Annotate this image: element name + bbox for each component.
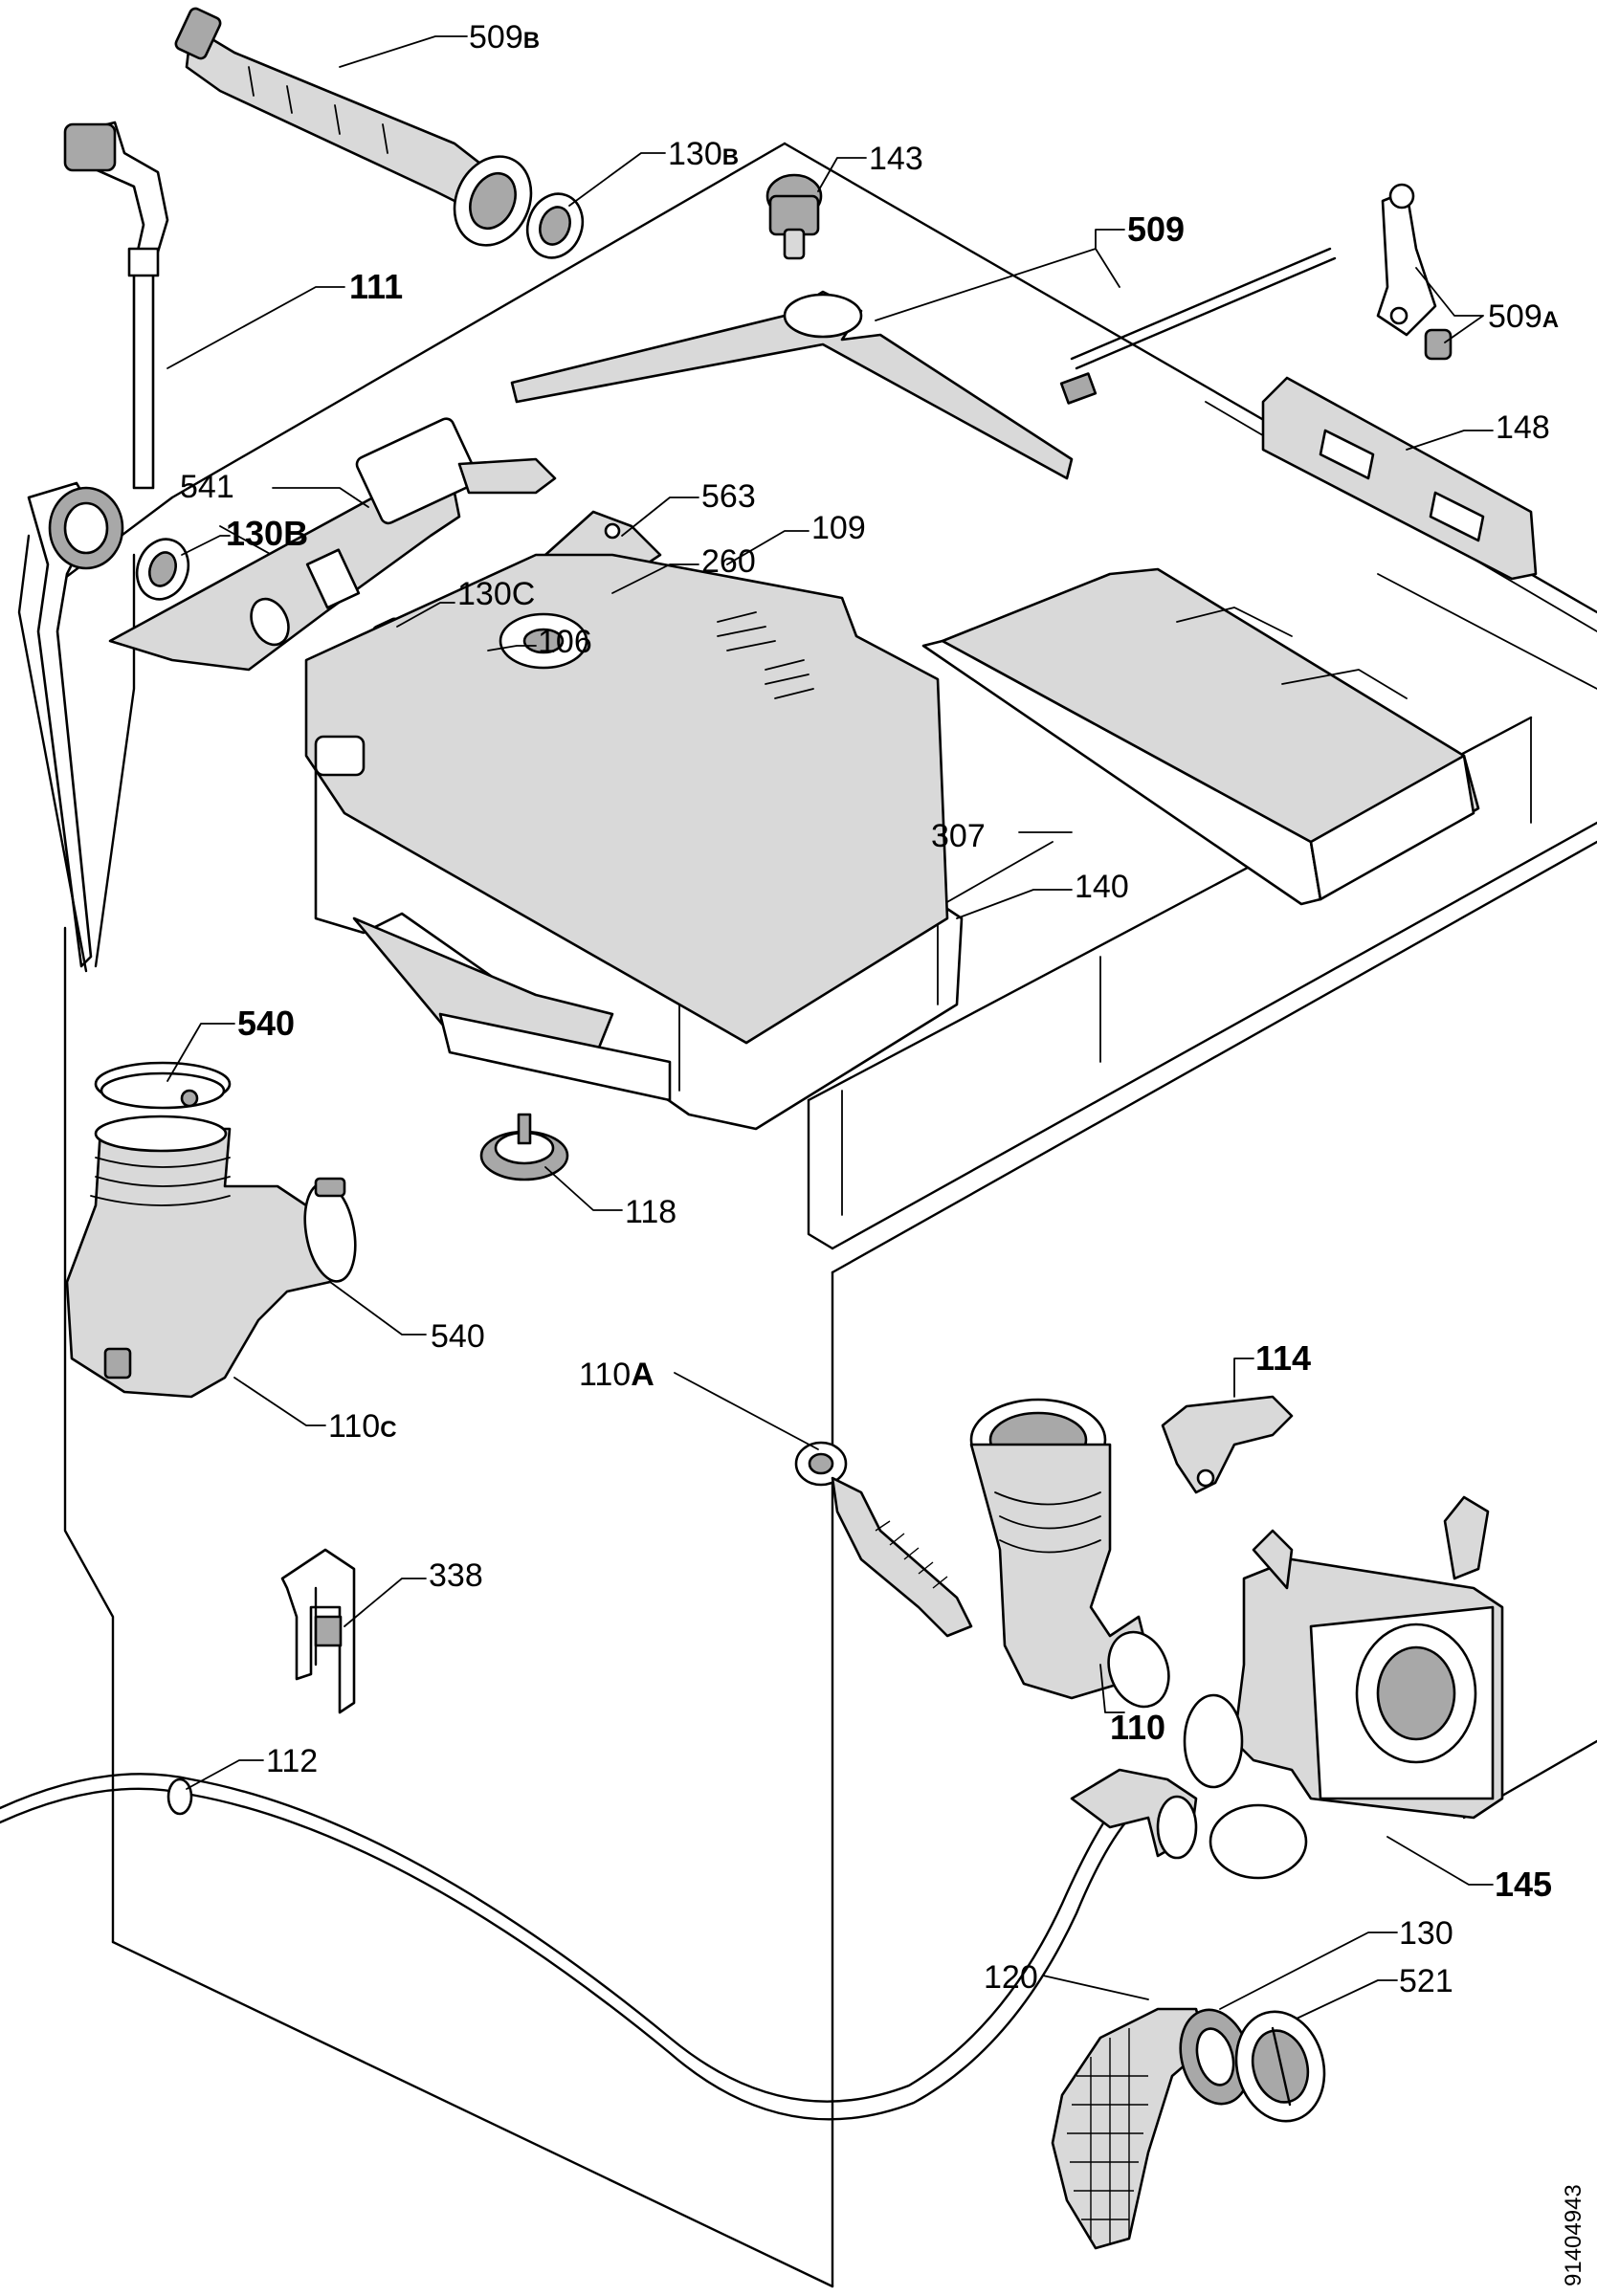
label-109: 109 [811, 510, 866, 546]
part-509-lever-arm [510, 247, 1337, 480]
part-338-clip [280, 1548, 356, 1714]
label-112: 112 [266, 1743, 318, 1779]
part-110-drain-elbow [969, 1398, 1170, 1709]
leader-lines [166, 35, 1494, 2020]
label-145: 145 [1495, 1865, 1552, 1904]
part-143-knob [765, 173, 823, 260]
label-563: 563 [701, 478, 756, 515]
label-130b-top: 130B [668, 136, 739, 172]
part-509a-lever [1376, 183, 1453, 361]
label-521: 521 [1399, 1963, 1453, 1999]
label-307: 307 [931, 818, 986, 854]
part-540-top-clamp [94, 1061, 232, 1110]
label-130b-mid: 130B [226, 514, 308, 553]
label-114: 114 [1255, 1338, 1311, 1378]
part-540-side-clamp [303, 1177, 357, 1283]
label-260: 260 [701, 543, 756, 580]
label-143: 143 [869, 141, 923, 177]
label-540-top: 540 [237, 1004, 295, 1043]
part-111-inlet-hose [63, 121, 169, 490]
part-120-filter-insert [1051, 2007, 1208, 2250]
label-118: 118 [625, 1194, 677, 1230]
part-521-filter-cap [1234, 2010, 1326, 2123]
part-145-pump [1183, 1495, 1504, 1880]
part-130-seal-ring [1179, 2008, 1252, 2106]
part-509b-inlet-pipe [174, 7, 533, 247]
label-540-mid: 540 [431, 1318, 485, 1355]
part-112-drain-hose [0, 1768, 1198, 2121]
label-509a: 509A [1488, 298, 1559, 335]
label-106: 106 [538, 624, 592, 660]
part-130b-mid-nut [135, 538, 190, 601]
label-111: 111 [349, 267, 403, 306]
label-130c: 130C [457, 576, 535, 612]
part-left-hose-loop [17, 481, 136, 973]
label-338: 338 [429, 1557, 483, 1594]
label-130: 130 [1399, 1915, 1453, 1952]
document-code: 91404943 [1561, 2184, 1586, 2286]
part-130b-top-nut [525, 192, 585, 259]
part-110a-bellows [794, 1441, 973, 1638]
part-110c-sump-hose [65, 1115, 337, 1399]
part-109-dispenser-lid [304, 553, 949, 1045]
part-114-bracket [1161, 1395, 1294, 1494]
label-140: 140 [1075, 869, 1129, 905]
label-509b: 509B [469, 19, 540, 55]
part-541-valve-bracket [108, 417, 557, 672]
label-120: 120 [984, 1959, 1038, 1996]
part-148-handle [1261, 376, 1538, 581]
label-110: 110 [1110, 1708, 1165, 1747]
part-118-valve-knob [479, 1113, 569, 1181]
label-541: 541 [180, 469, 234, 505]
part-labels: 509B 130B 143 509 111 509A 148 541 130B … [180, 19, 1586, 2286]
label-110c: 110C [328, 1408, 397, 1445]
label-110a: 110A [579, 1357, 654, 1393]
label-509: 509 [1127, 210, 1185, 249]
label-148: 148 [1496, 409, 1550, 446]
part-307-drawer [921, 567, 1480, 906]
